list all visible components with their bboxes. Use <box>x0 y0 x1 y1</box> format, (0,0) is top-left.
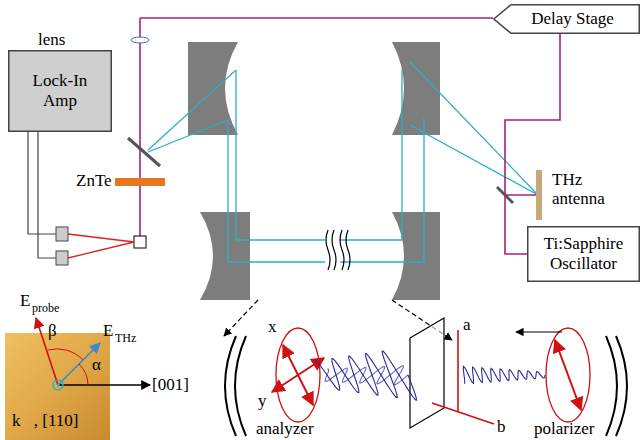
thz-beam <box>148 62 538 262</box>
field-label: E <box>103 322 113 341</box>
node-label: Lock-In Amp <box>25 71 95 110</box>
laser-beam <box>505 34 560 254</box>
axis-label: [001] <box>152 376 189 395</box>
polarizer-symbol <box>546 328 590 422</box>
crystal-axis <box>457 330 459 412</box>
polarizer-axis <box>555 340 581 410</box>
analyzer-axis <box>272 358 324 392</box>
axis-label: y <box>258 392 267 411</box>
angle-label: β <box>48 322 57 341</box>
antenna-label: THz antenna <box>552 171 632 208</box>
axis-label: x <box>268 318 277 337</box>
field-subscript: probe <box>32 302 59 315</box>
axis-label: a <box>463 316 471 335</box>
angle-label: α <box>92 356 101 375</box>
axis-arrow <box>58 384 150 385</box>
probe-beam <box>140 18 538 236</box>
photodiode <box>56 227 68 265</box>
component-label: polarizer <box>534 420 594 439</box>
delay-stage-box: Delay Stage <box>493 4 640 34</box>
axis-label: b <box>497 418 506 437</box>
axis-label: k⃗, [110] <box>12 412 78 431</box>
field-subscript: THz <box>115 332 136 345</box>
light-wave <box>315 351 545 400</box>
wollaston-prism <box>134 236 146 248</box>
angle-arc <box>79 364 88 385</box>
laser-box: Ti:Sapphire Oscillator <box>527 226 640 282</box>
lens-symbol <box>131 37 149 43</box>
k-vector-symbol <box>53 380 63 390</box>
parabolic-mirror <box>188 42 440 300</box>
component-label: analyzer <box>256 420 314 439</box>
node-label: Delay Stage <box>519 9 614 29</box>
probe-field-arrow <box>36 318 58 385</box>
lens-label: lens <box>38 31 65 50</box>
lock-in-amp-box: Lock-In Amp <box>8 50 112 132</box>
crystal-face <box>5 333 110 440</box>
crystal-axis <box>432 403 494 424</box>
propagation-arrow <box>516 331 562 332</box>
field-label: E <box>20 292 30 311</box>
angle-arc <box>48 349 83 360</box>
znte-crystal <box>115 178 165 186</box>
node-label: Ti:Sapphire Oscillator <box>536 234 631 273</box>
split-beam <box>68 234 134 258</box>
crystal-label: ZnTe <box>76 172 112 191</box>
signal-wire <box>28 132 56 258</box>
crystal-plate <box>410 318 444 428</box>
beam-break <box>326 230 350 270</box>
thz-antenna <box>536 170 542 220</box>
k-vector-symbol <box>57 384 60 387</box>
pellicle-mirror <box>128 138 160 166</box>
